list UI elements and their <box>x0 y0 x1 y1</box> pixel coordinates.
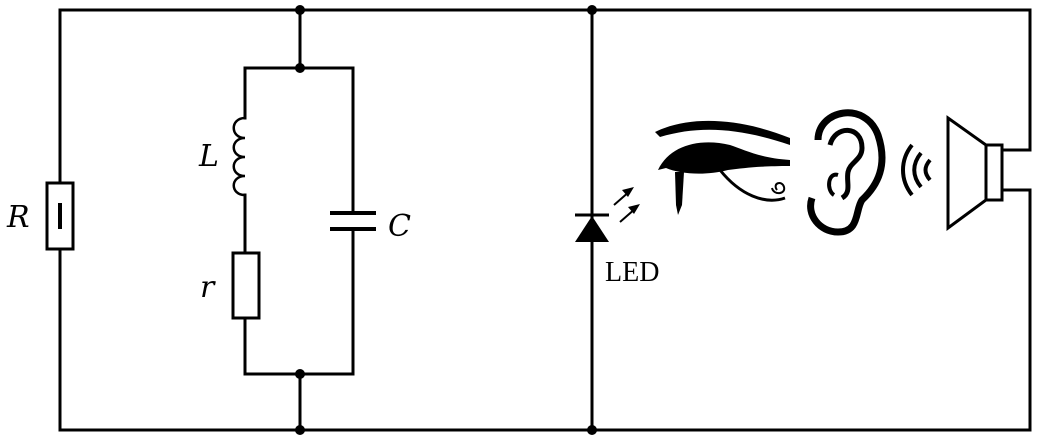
eye-icon <box>655 120 790 215</box>
label-LED: LED <box>605 257 659 288</box>
label-L: L <box>198 139 219 174</box>
inductor-L <box>232 116 246 197</box>
label-R: R <box>6 200 30 235</box>
capacitor-C <box>330 211 376 231</box>
speaker-icon <box>946 115 1032 231</box>
junction-dots <box>295 5 597 435</box>
main-wires <box>58 8 1032 432</box>
sound-waves-icon <box>901 143 932 197</box>
resistor-r <box>231 251 261 320</box>
resistor-R <box>45 181 75 251</box>
led-branch <box>575 8 609 432</box>
label-C: C <box>388 209 411 244</box>
ear-icon <box>807 109 886 236</box>
light-emission-arrows-icon <box>613 187 640 223</box>
lc-branch-wires <box>243 8 355 432</box>
label-r: r <box>200 270 216 305</box>
